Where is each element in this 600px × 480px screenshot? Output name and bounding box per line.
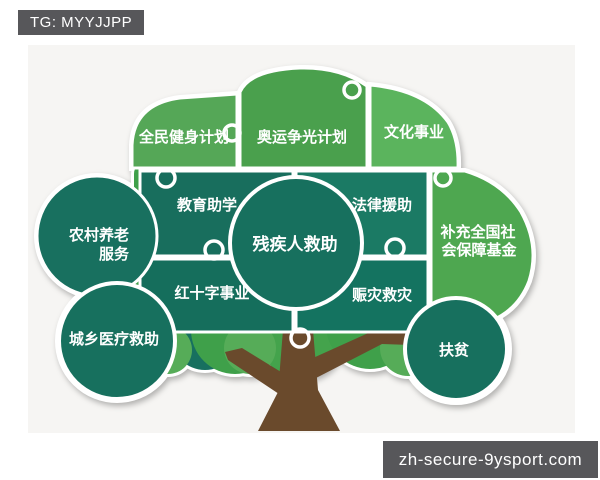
puzzle-knob-icons [155,80,453,349]
label-cultural-undertakings: 文化事业 [384,123,444,141]
piece-olympic-glory [238,66,369,170]
label-national-fitness: 全民健身计划 [138,128,229,146]
label-legal-aid: 法律援助 [352,196,412,214]
knob-icon [384,237,406,259]
piece-national-fitness [130,92,239,170]
knob-icon [433,168,453,188]
label-disaster-relief: 赈灾救灾 [352,286,413,304]
circle-disabled-assistance [228,175,364,311]
label-education-aid: 教育助学 [176,196,237,214]
circle-medical-assistance [57,281,177,401]
label-social-security-line1: 补充全国社 [439,223,515,241]
telegram-watermark-text: TG: MYYJJPP [30,14,133,31]
domain-watermark-badge: zh-secure-9ysport.com [383,441,598,478]
piece-labels: 全民健身计划 奥运争光计划 文化事业 教育助学 法律援助 农村养老 服务 补充全… [68,123,518,359]
domain-watermark-text: zh-secure-9ysport.com [398,449,583,469]
circle-poverty-alleviation [403,296,509,402]
label-disabled-assistance: 残疾人救助 [253,234,338,254]
label-social-security-line2: 会保障基金 [441,241,517,259]
knob-icon [289,327,311,349]
label-rural-eldercare-line1: 农村养老 [68,226,129,244]
knob-icon [342,80,362,100]
knob-icon [222,123,242,143]
label-olympic-glory: 奥运争光计划 [257,128,347,146]
telegram-watermark-badge: TG: MYYJJPP [18,10,145,35]
knob-icon [203,239,225,261]
label-red-cross: 红十字事业 [174,284,249,302]
puzzle-pieces [35,66,535,402]
knob-icon [155,167,177,189]
piece-cultural-undertakings [368,83,460,170]
label-rural-eldercare-line2: 服务 [99,245,130,263]
label-medical-assistance: 城乡医疗救助 [69,330,159,348]
label-poverty-alleviation: 扶贫 [439,341,470,359]
